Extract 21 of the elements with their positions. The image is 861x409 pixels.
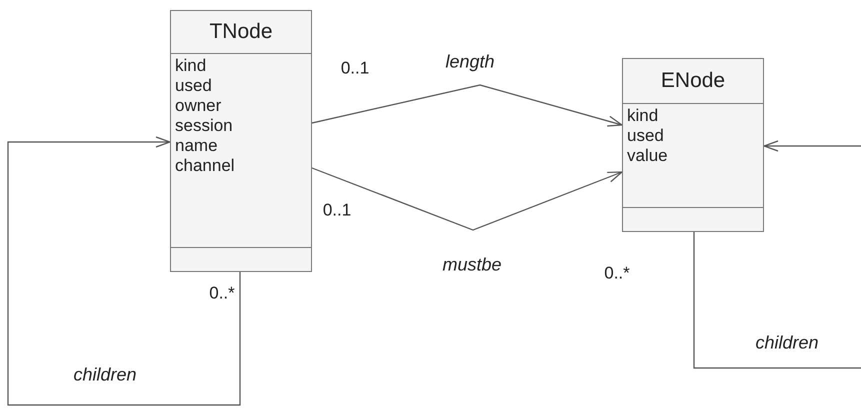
attribute-text: value xyxy=(627,146,668,166)
attribute-text: used xyxy=(627,126,664,146)
attribute-text: owner xyxy=(175,96,222,116)
association-line xyxy=(312,167,623,231)
multiplicity-label: 0..* xyxy=(209,282,235,304)
attribute-text: kind xyxy=(175,56,206,76)
attribute-text: used xyxy=(175,76,212,96)
class-box xyxy=(170,10,312,272)
attribute-text: name xyxy=(175,136,218,156)
association-line xyxy=(7,136,241,406)
attribute-text: kind xyxy=(627,106,658,126)
attribute-text: channel xyxy=(175,156,235,176)
association-line xyxy=(312,84,623,127)
class-name: TNode xyxy=(209,19,273,46)
multiplicity-label: 0..* xyxy=(604,262,630,284)
association-line xyxy=(693,140,861,369)
class-name: ENode xyxy=(660,68,726,94)
multiplicity-label: 0..1 xyxy=(322,199,352,222)
class-box xyxy=(622,58,764,232)
attribute-text: session xyxy=(175,116,233,136)
multiplicity-label: 0..1 xyxy=(340,57,370,80)
